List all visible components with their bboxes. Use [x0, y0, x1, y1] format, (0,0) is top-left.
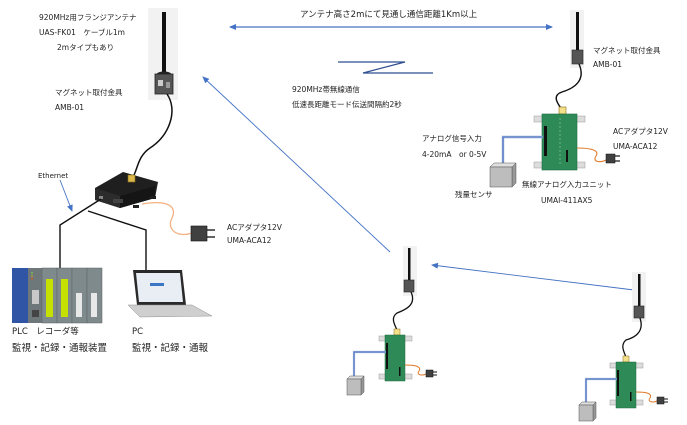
unit-3-sensor-icon [578, 401, 597, 422]
unit-2-ac-adapter-icon [425, 369, 437, 378]
unit-label: 無線アナログ入力ユニット [522, 180, 612, 189]
gateway-mount-model: AMB-01 [55, 103, 84, 112]
gateway-antenna-model: UAS-FK01 ケーブル1m [39, 28, 125, 37]
ethernet-pointer-arrow [59, 179, 73, 212]
unit-model: UMAI-411AX5 [541, 196, 593, 205]
unit-3-antenna [632, 272, 646, 322]
unit-adapter-model: UMA-ACA12 [613, 142, 658, 151]
analog-input-label: アナログ信号入力 [422, 134, 482, 143]
unit-1-antenna-cable [555, 63, 582, 111]
unit-adapter-label: ACアダプタ12V [613, 127, 668, 136]
link-unit2-to-gateway [202, 76, 391, 253]
unit-3-power-cable [635, 391, 658, 403]
ethernet-cable-plc [59, 198, 102, 268]
pc-laptop [127, 270, 213, 318]
unit-1-sensor-icon [489, 162, 517, 188]
gateway-mount-label: マグネット取付金具 [55, 88, 123, 97]
plc-device [12, 267, 103, 324]
unit-3-board [609, 355, 644, 409]
unit-1-board [533, 106, 586, 171]
radio-label: 920MHz帯無線通信 [292, 85, 360, 94]
gateway-device [95, 172, 158, 208]
unit-1-ac-adapter-icon [605, 153, 620, 164]
gateway-antenna-label: 920MHz用フランジアンテナ [39, 13, 137, 22]
ethernet-cable-pc [87, 210, 147, 270]
range-label: アンテナ高さ2mにて見通し通信距離1Km以上 [300, 10, 478, 20]
pc-description: 監視・記録・通報 [132, 343, 209, 354]
gateway-antenna-note: 2mタイプもあり [57, 43, 115, 52]
gateway-adapter-model: UMA-ACA12 [227, 236, 272, 245]
plc-description: 監視・記録・通報装置 [12, 343, 108, 354]
unit-2-antenna-cable [392, 291, 414, 331]
unit-2-power-cable [404, 364, 427, 376]
gateway-power-cable [141, 202, 193, 236]
radio-mode-label: 低速長距離モード伝送間隔約2秒 [292, 100, 402, 109]
unit-2-board [378, 328, 413, 382]
sensor-label: 残量センサ [455, 190, 493, 199]
unit-2-antenna [403, 246, 417, 296]
sma-connector-icon [127, 174, 136, 183]
unit-1-power-cable [576, 147, 607, 163]
unit-mount-model: AMB-01 [593, 60, 622, 69]
gateway-ac-adapter-icon [190, 225, 215, 242]
unit-mount-label: マグネット取付金具 [593, 46, 661, 55]
plc-label: PLC レコーダ等 [12, 327, 79, 337]
unit-2-sensor-icon [346, 375, 365, 396]
unit-1-antenna [570, 10, 584, 68]
pc-label: PC [132, 327, 144, 337]
ethernet-label: Ethernet [38, 172, 69, 180]
gateway-adapter-label: ACアダプタ12V [227, 223, 282, 232]
link-unit3-to-unit2 [431, 262, 635, 291]
gateway-antenna-cable [132, 93, 173, 178]
unit-3-ac-adapter-icon [656, 396, 668, 405]
unit-3-antenna-cable [622, 317, 642, 358]
radio-wave-icon [338, 61, 433, 74]
analog-input-range: 4-20mA or 0-5V [422, 150, 487, 159]
gateway-antenna [148, 8, 178, 100]
